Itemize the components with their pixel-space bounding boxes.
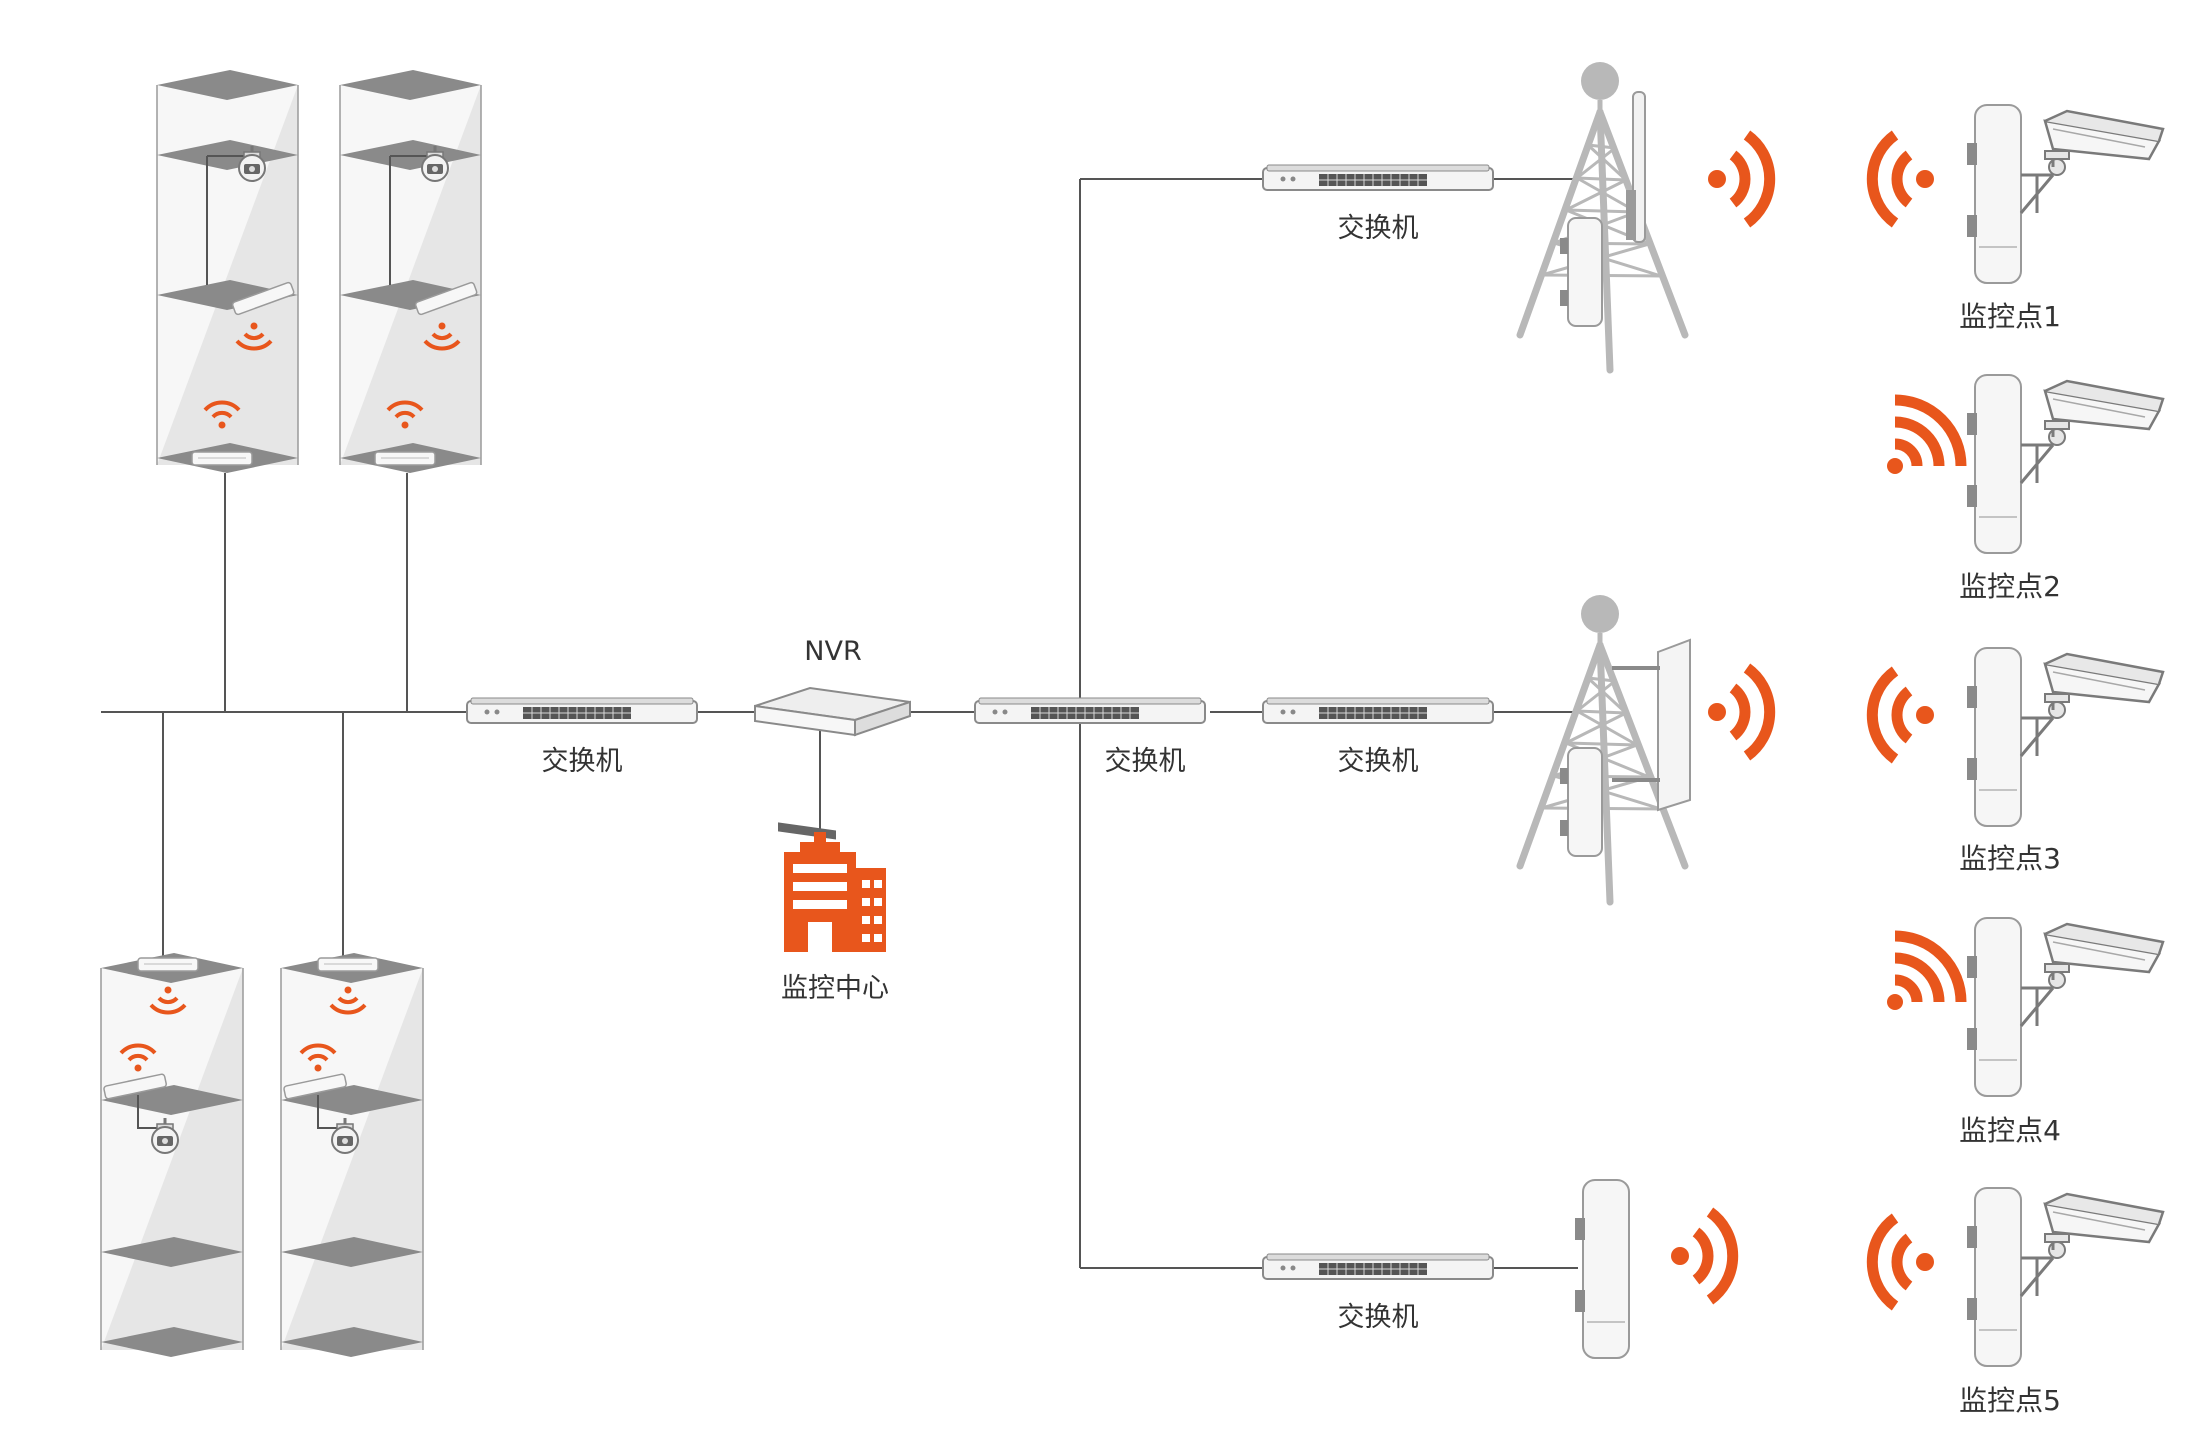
wifi-icon: [1708, 135, 1770, 223]
building-top-left-2: [339, 70, 482, 473]
switch-icon: [1262, 1253, 1494, 1280]
monitoring-point-2: 监控点2: [1887, 375, 2163, 603]
monitoring-point-label: 监控点5: [1959, 1384, 2061, 1417]
building-bottom-left-1: [100, 953, 244, 1357]
switch-label: 交换机: [1338, 213, 1419, 244]
access-point-icon: [374, 451, 436, 466]
switch-label: 交换机: [542, 746, 623, 777]
nvr-icon: [754, 686, 911, 840]
building-bottom-left-2: [280, 953, 424, 1357]
monitoring-point-label: 监控点3: [1959, 842, 2061, 875]
wifi-icon: [1708, 668, 1770, 756]
bridge-device-icon: [283, 1073, 347, 1100]
bridge-device-icon: [103, 1073, 167, 1100]
building-icon: [784, 832, 886, 952]
switch-icon: [1262, 164, 1494, 191]
access-point-icon: [191, 451, 253, 466]
switch-icon: [1262, 697, 1494, 724]
camera-icon: [1967, 648, 2163, 826]
wifi-icon: [1872, 135, 1934, 223]
wifi-icon: [1887, 400, 1961, 474]
nvr-label: NVR: [804, 636, 861, 667]
switch-icon: [466, 697, 698, 724]
camera-icon: [1967, 1188, 2163, 1366]
wifi-icon: [1887, 936, 1961, 1010]
monitoring-center-label: 监控中心: [781, 973, 889, 1004]
bridge-device-icon: [231, 281, 295, 316]
switch-label: 交换机: [1338, 746, 1419, 777]
access-point-icon: [317, 957, 379, 972]
camera-icon: [1967, 918, 2163, 1096]
monitoring-point-label: 监控点2: [1959, 570, 2061, 603]
monitoring-point-5: 监控点5: [1872, 1188, 2163, 1417]
access-point-icon: [137, 957, 199, 972]
monitoring-point-3: 监控点3: [1872, 648, 2163, 875]
monitoring-point-4: 监控点4: [1887, 918, 2163, 1147]
wifi-icon: [1872, 1218, 1934, 1306]
monitoring-point-1: 监控点1: [1872, 105, 2163, 333]
monitoring-point-label: 监控点1: [1959, 300, 2061, 333]
building-top-left-1: [156, 70, 299, 473]
camera-icon: [1967, 375, 2163, 553]
switch-icon: [974, 697, 1206, 724]
bridge-device-icon: [414, 281, 478, 316]
tower-icon: [1516, 62, 1689, 374]
monitoring-point-label: 监控点4: [1959, 1114, 2061, 1147]
switch-label: 交换机: [1105, 746, 1186, 777]
wifi-icon: [1872, 671, 1934, 759]
cpe-icon: [1574, 1179, 1630, 1359]
camera-icon: [1967, 105, 2163, 283]
tower-icon: [1516, 595, 1691, 906]
switch-label: 交换机: [1338, 1302, 1419, 1333]
wifi-icon: [1671, 1212, 1733, 1300]
